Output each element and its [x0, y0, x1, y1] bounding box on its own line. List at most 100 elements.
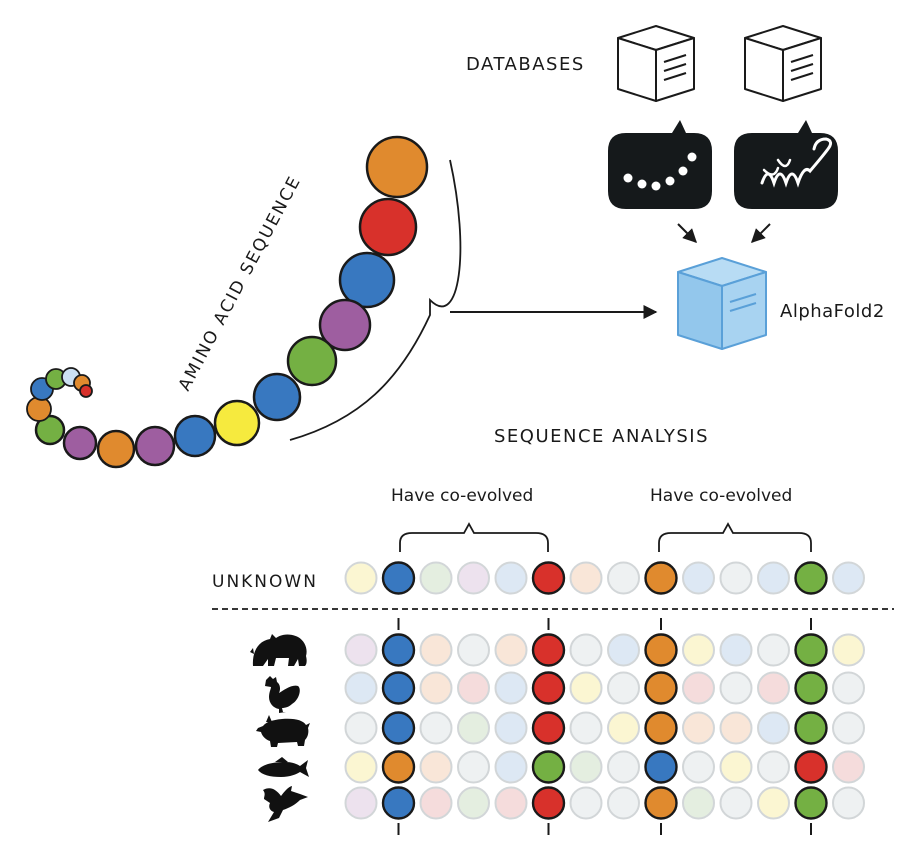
residue-cell-fish	[531, 750, 566, 784]
bear-icon	[250, 634, 307, 666]
residue-cell-bird	[757, 786, 790, 820]
residue-cell-fish	[344, 750, 378, 784]
residue-cell-pig	[494, 711, 528, 745]
database-server-icon-2	[744, 25, 822, 102]
residue-cell-bird	[381, 786, 416, 820]
residue-cell-bird	[832, 786, 865, 820]
residue-cell-unknown	[757, 561, 790, 595]
residue-cell-unknown	[531, 561, 566, 595]
residue-cell-unknown	[682, 561, 715, 595]
residue-cell-bear	[644, 633, 678, 667]
sequence-bracket	[289, 159, 462, 441]
residue-cell-chicken	[719, 671, 753, 705]
residue-cell-bear	[457, 633, 490, 667]
alphafold-cube-icon	[677, 257, 767, 350]
residue-cell-bear	[757, 633, 790, 667]
sequence-alignment-grid	[344, 561, 865, 820]
residue-cell-bird	[607, 786, 640, 820]
amino-acid-bead	[134, 425, 176, 467]
amino-acid-chain	[26, 135, 429, 469]
residue-cell-pig	[344, 711, 378, 745]
residue-cell-chicken	[457, 671, 490, 705]
residue-cell-chicken	[832, 671, 865, 705]
residue-cell-pig	[832, 711, 865, 745]
residue-cell-unknown	[719, 561, 753, 595]
amino-acid-bead	[62, 425, 98, 461]
residue-cell-pig	[607, 711, 640, 745]
residue-cell-pig	[457, 711, 490, 745]
residue-cell-fish	[757, 750, 790, 784]
residue-cell-bird	[419, 786, 453, 820]
residue-cell-bird	[794, 786, 828, 820]
residue-cell-bear	[832, 633, 865, 667]
residue-cell-fish	[494, 750, 528, 784]
residue-cell-pig	[719, 711, 753, 745]
residue-cell-chicken	[794, 671, 828, 705]
residue-cell-bear	[419, 633, 453, 667]
amino-acid-bead	[26, 396, 52, 422]
residue-cell-pig	[757, 711, 790, 745]
residue-cell-bird	[719, 786, 753, 820]
column-tick-marks	[397, 618, 812, 835]
coevolved-bracket-left	[399, 522, 549, 552]
residue-cell-fish	[719, 750, 753, 784]
residue-cell-pig	[419, 711, 453, 745]
arrow-db1-to-model	[677, 223, 697, 243]
residue-cell-pig	[381, 711, 416, 745]
residue-cell-unknown	[607, 561, 640, 595]
pig-icon	[256, 715, 310, 747]
residue-cell-unknown	[419, 561, 453, 595]
coevolved-bracket-right	[658, 522, 812, 552]
residue-cell-fish	[832, 750, 865, 784]
amino-acid-bead	[252, 372, 302, 422]
residue-cell-chicken	[419, 671, 453, 705]
residue-cell-bear	[719, 633, 753, 667]
fish-icon	[258, 757, 309, 777]
residue-cell-pig	[794, 711, 828, 745]
residue-cell-bear	[607, 633, 640, 667]
residue-cell-chicken	[569, 671, 603, 705]
chicken-icon	[265, 676, 300, 713]
amino-acid-bead	[358, 197, 418, 257]
amino-acid-bead	[286, 335, 338, 387]
residue-cell-bird	[457, 786, 490, 820]
residue-cell-chicken	[682, 671, 715, 705]
residue-cell-fish	[607, 750, 640, 784]
residue-cell-pig	[569, 711, 603, 745]
amino-acid-bead	[213, 399, 261, 447]
residue-cell-bear	[494, 633, 528, 667]
residue-cell-bear	[794, 633, 828, 667]
residue-cell-pig	[682, 711, 715, 745]
residue-cell-unknown	[344, 561, 378, 595]
residue-cell-bird	[644, 786, 678, 820]
protein-structure-bubble-icon	[734, 120, 838, 209]
databases-label: DATABASES	[466, 54, 585, 75]
residue-cell-unknown	[494, 561, 528, 595]
residue-cell-bear	[569, 633, 603, 667]
coevolved-label-right: Have co-evolved	[650, 486, 792, 506]
residue-cell-pig	[644, 711, 678, 745]
residue-cell-fish	[794, 750, 828, 784]
residue-cell-unknown	[569, 561, 603, 595]
amino-acid-bead	[365, 135, 429, 199]
residue-cell-chicken	[644, 671, 678, 705]
coevolved-label-left: Have co-evolved	[391, 486, 533, 506]
database-server-icon-1	[617, 25, 695, 102]
amino-acid-bead	[96, 429, 136, 469]
arrow-db2-to-model	[751, 223, 771, 243]
amino-acid-sequence-label: AMINO ACID SEQUENCE	[175, 172, 306, 394]
sequence-analysis-label: SEQUENCE ANALYSIS	[494, 426, 709, 447]
residue-cell-fish	[419, 750, 453, 784]
residue-cell-bear	[381, 633, 416, 667]
alphafold2-label: AlphaFold2	[780, 301, 885, 322]
residue-cell-unknown	[457, 561, 490, 595]
residue-cell-chicken	[344, 671, 378, 705]
amino-acid-bead	[79, 384, 93, 398]
residue-cell-chicken	[757, 671, 790, 705]
residue-cell-unknown	[832, 561, 865, 595]
residue-cell-unknown	[381, 561, 416, 595]
residue-cell-fish	[644, 750, 678, 784]
residue-cell-bear	[344, 633, 378, 667]
residue-cell-bear	[682, 633, 715, 667]
